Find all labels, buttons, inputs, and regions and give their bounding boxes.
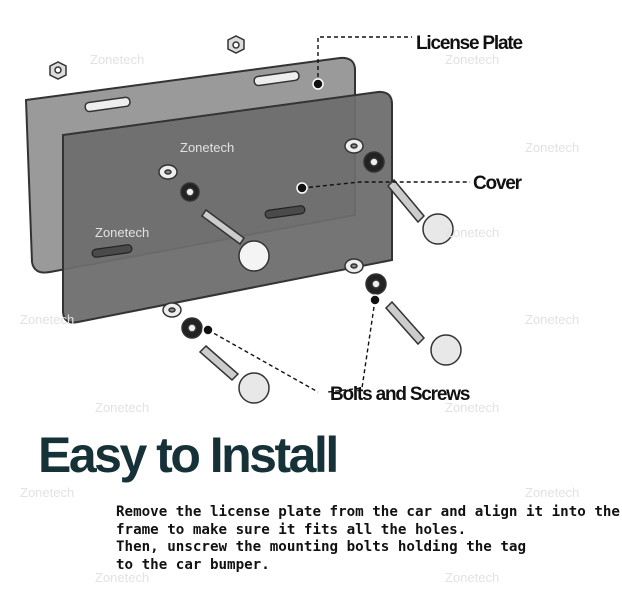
instructions: Remove the license plate from the car an… bbox=[116, 504, 620, 574]
screw-head bbox=[238, 372, 270, 404]
cover-slot bbox=[91, 244, 133, 258]
headline: Easy to Install bbox=[38, 427, 339, 483]
instruction-line: Then, unscrew the mounting bolts holding… bbox=[116, 539, 526, 555]
plate-slot bbox=[84, 96, 131, 113]
cover bbox=[62, 90, 393, 324]
screw bbox=[384, 300, 426, 346]
screw bbox=[198, 344, 240, 382]
instruction-line: Remove the license plate from the car an… bbox=[116, 504, 620, 520]
instruction-line: frame to make sure it fits all the holes… bbox=[116, 521, 467, 538]
cover-label: Cover bbox=[473, 173, 522, 194]
watermark: Zonetech bbox=[525, 485, 580, 500]
hex-nut bbox=[49, 61, 67, 80]
screw bbox=[386, 178, 426, 224]
plate-slot bbox=[253, 70, 300, 87]
screw-head bbox=[430, 334, 462, 366]
license-plate-label: License Plate bbox=[416, 33, 523, 54]
cover-slot bbox=[264, 205, 306, 219]
screw-head bbox=[238, 240, 270, 272]
hex-nut bbox=[227, 35, 245, 54]
screw bbox=[200, 208, 246, 246]
screw-head bbox=[422, 213, 454, 245]
watermark: Zonetech bbox=[20, 485, 75, 500]
installation-diagram bbox=[24, 35, 470, 404]
instruction-line: to the car bumper. bbox=[116, 556, 270, 573]
bolts-and-screws-label: Bolts and Screws bbox=[330, 384, 470, 405]
